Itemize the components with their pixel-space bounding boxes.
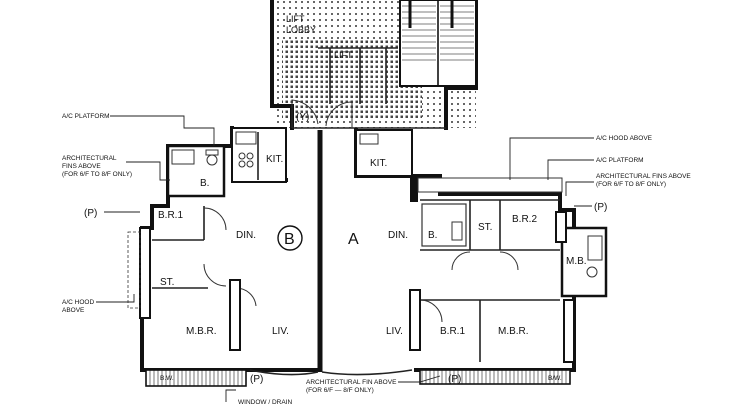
room-liv-left: LIV.	[272, 326, 289, 337]
note-bottom-cut: WINDOW / DRAIN	[238, 399, 292, 406]
room-mb-right: M.B.	[566, 256, 587, 267]
wardrobe-left	[229, 279, 241, 351]
note-arch-fins-left-1: ARCHITECTURAL	[62, 155, 117, 162]
room-kit-left: KIT.	[266, 154, 283, 165]
room-br2-right: B.R.2	[512, 214, 537, 225]
room-st-right: ST.	[478, 222, 492, 233]
room-din-left: DIN.	[236, 230, 256, 241]
room-kit-right: KIT.	[370, 158, 387, 169]
room-bw-right: B/W.	[548, 375, 562, 382]
entrance-door-a	[325, 101, 353, 128]
unit-a: KIT. DIN. B. ST. B.R.2 M.B. LIV. B.R.1 M…	[321, 128, 608, 385]
note-arch-fin-bottom-1: ARCHITECTURAL FIN ABOVE	[306, 379, 397, 386]
room-liv-right: LIV.	[386, 326, 403, 337]
note-arch-fins-right-1: ARCHITECTURAL FINS ABOVE	[596, 173, 691, 180]
window-fin-right-bottom	[563, 299, 575, 363]
window-fin-left	[139, 227, 151, 319]
room-mbr-left: M.B.R.	[186, 326, 217, 337]
unit-a-mark: A	[348, 231, 359, 248]
note-arch-fins-left-3: (FOR 6/F TO 8/F ONLY)	[62, 171, 132, 178]
note-ac-platform-right: A/C PLATFORM	[596, 157, 644, 164]
lift-lobby-label-2: LOBBY	[286, 25, 316, 35]
y-marker: (Y)	[296, 112, 309, 123]
balcony-right	[419, 369, 571, 385]
window-fin-right-top	[555, 211, 567, 243]
note-ac-platform-left: A/C PLATFORM	[62, 113, 110, 120]
balcony-left	[145, 369, 247, 387]
entrance-door-b	[291, 99, 319, 128]
wardrobe-right	[409, 289, 421, 351]
p-marker-left: (P)	[84, 208, 97, 219]
room-b-right: B.	[428, 230, 437, 241]
note-arch-fins-right-2: (FOR 6/F TO 8/F ONLY)	[596, 181, 666, 188]
room-br1-right: B.R.1	[440, 326, 465, 337]
room-st-left: ST.	[160, 277, 174, 288]
p-marker-right: (P)	[594, 202, 607, 213]
lift-lobby-label-1: LIFT	[286, 14, 305, 24]
note-arch-fins-left-2: FINS ABOVE	[62, 163, 101, 170]
note-ac-hood-right: A/C HOOD ABOVE	[596, 135, 653, 142]
room-bw-left: B.W.	[160, 375, 174, 382]
lift-lobby-core: LIFT LOBBY LIFT (Y)	[270, 0, 478, 130]
room-din-right: DIN.	[388, 230, 408, 241]
lift-label: LIFT	[334, 50, 353, 60]
room-br1-left: B.R.1	[158, 210, 183, 221]
unit-b: KIT. B. B.R.1 DIN. ST. M.B.R. LIV. B.W. …	[127, 126, 322, 387]
p-marker-bottom-right: (P)	[448, 374, 461, 385]
staircase	[399, 0, 477, 87]
unit-b-mark: B	[284, 231, 295, 248]
lift-shafts	[318, 47, 398, 104]
unit-b-circle	[277, 225, 303, 251]
p-marker-bottom-left: (P)	[250, 374, 263, 385]
ac-platform-right	[417, 177, 563, 193]
note-ac-hood-left-2: ABOVE	[62, 307, 85, 314]
note-arch-fin-bottom-2: (FOR 6/F — 8/F ONLY)	[306, 387, 374, 394]
room-b-left: B.	[200, 178, 209, 189]
room-mbr-right: M.B.R.	[498, 326, 529, 337]
note-ac-hood-left-1: A/C HOOD	[62, 299, 94, 306]
